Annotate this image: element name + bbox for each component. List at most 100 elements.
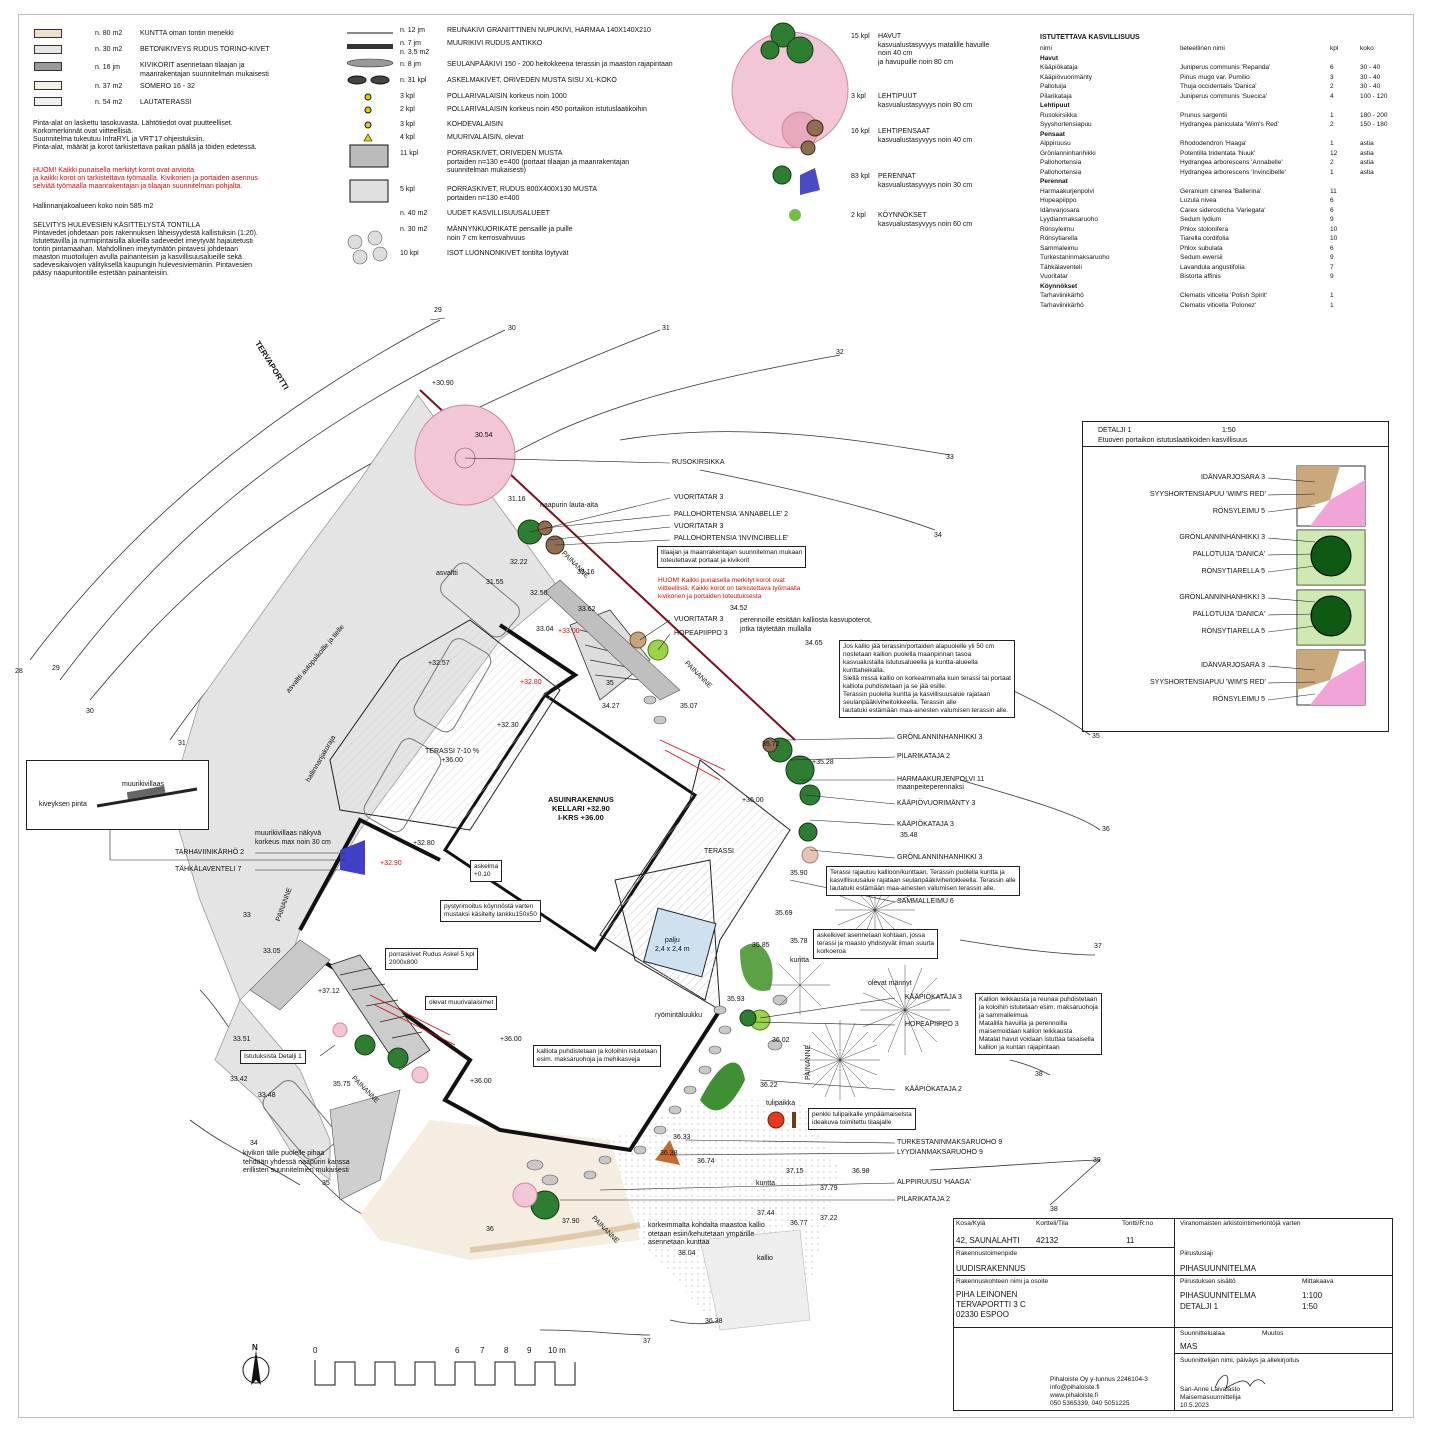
tulipaikka-label: tulipaikka [766,1100,796,1107]
asphalt-lower [214,999,331,1181]
plant-cell: 1 [1330,111,1334,119]
legend-plant-qty-4: 2 kpl [851,212,866,219]
plant-cell: 6 [1330,197,1334,204]
plant-cell: Carex siderosticha 'Variegata' [1180,206,1266,214]
plant-cell: 150 - 180 [1360,121,1388,128]
legend-plant-text-3: PERENNAT kasvualustasyvyys noin 30 cm [878,173,973,189]
plant-table-header-3: koko [1360,45,1374,52]
grid-number: 29 [434,307,442,314]
elevation-label: 36.02 [772,1037,790,1044]
plant-cell: Clematis viticella 'Polonez' [1180,301,1257,309]
tb-mittakaava-1: 1:50 [1302,1302,1318,1311]
hulevesi-line-5: pääsy naapuritontille estetään painantei… [33,270,169,277]
muurikivi-note: muurikivillaas näkyvä korkeus max noin 3… [255,830,331,846]
kallio-label: kallio [757,1255,773,1262]
elevation-label: 35.85 [752,942,770,949]
plant-cell: Bistorta affinis [1180,273,1221,280]
grid-number: 30 [86,708,94,715]
elevation-label: 37.15 [786,1168,804,1175]
tb-viranomainen: Viranomaisten arkistointimerkintöjä vart… [1180,1220,1301,1227]
plant-cell: 12 [1330,149,1338,157]
plant-cell: Sedum lydium [1180,216,1222,223]
note-box-terassi-rajautuu: Terassi rajautuu kallioon/kunttaan. Tera… [826,866,1020,896]
tb-rakennus-label: Rakennustoimenpide [956,1250,1018,1257]
plant-cell: Tähkälaventeli [1040,263,1082,271]
note-left-2: Suunnitelma tukeutuu InfraRYL ja VRT'17 … [33,136,205,143]
hulevesi-title: SELVITYS HULEVESIEN KÄSITTELYSTÄ TONTILL… [33,222,201,229]
plant-cell: Rusokirsikka [1040,111,1077,119]
elevation-label: +33.00 [558,628,580,635]
tb-company-1: info@pihaloiste.fi [1050,1384,1100,1391]
rusokirsikka-tree [414,404,516,506]
elevation-label: 32.22 [510,559,528,566]
plant-cell: 30 - 40 [1360,73,1381,81]
tb-piirustus: PIHASUUNNITELMA [1180,1264,1257,1273]
plant-cell: Tarhaviinikärhö [1040,301,1084,309]
tb-cell-2 [953,1248,1175,1276]
plant-label-13: GRÖNLANNINHANHIKKI 3 [897,854,983,861]
tb-sisalto-label: Piirustuksen sisältö [1180,1278,1236,1285]
detail-graphics [1296,465,1366,706]
plant-label-11: KÄÄPIÖVUORIMÄNTY 3 [897,800,976,807]
detail-label-0-2: RÖNSYLEIMU 5 [1212,508,1265,515]
plant-label-14: SAMMALLEIMU 6 [897,898,954,905]
plant-cell: 3 [1330,73,1334,81]
kuntta-label-2: kuntta [756,1180,776,1187]
plant-cell: Kääpiökataja [1040,64,1078,71]
grid-number: 33 [243,912,251,919]
swatch-betonikiveys [34,45,62,54]
tb-mittakaava-0: 1:100 [1302,1291,1323,1300]
detail-subtitle: Etuoven portaikon istutuslaatikoiden kas… [1098,437,1248,444]
note-box-kalliota: kalliota puhdistetaan ja koloihin istute… [533,1045,661,1067]
detail-label-3-1: SYYSHORTENSIAPUU 'WIM'S RED' [1150,679,1266,686]
grid-number: 29 [52,665,60,672]
elevation-label: 35.78 [790,938,808,945]
plant-group-2: Pensaat [1040,130,1065,138]
huom-left-2: selviää työmaalla maanrakentajan ja tila… [33,183,243,190]
legend-plant-qty-0: 15 kpl [851,33,870,40]
plant-cell: 100 - 120 [1360,92,1388,100]
swatch-lautaterassi [34,97,62,106]
tb-kosa-label: Kosa/Kylä [956,1220,986,1227]
plant-label-5: VUORITATAR 3 [674,616,724,623]
grid-number: 32 [836,349,844,356]
elevation-label: 33.48 [258,1092,276,1099]
elevation-label: 33.04 [536,626,554,633]
plant-cell: 7 [1330,263,1334,271]
plant-cell: Juniperus communis 'Repanda' [1180,64,1271,71]
detail-label-1-2: RÖNSYTIARELLA 5 [1201,568,1265,575]
detail-label-2-2: RÖNSYTIARELLA 5 [1201,628,1265,635]
tb-mittakaava-label: Mittakaava [1302,1278,1334,1285]
plant-cell: 10 [1330,225,1338,233]
plant-cell: Clematis viticella 'Polish Spirit' [1180,292,1268,299]
plant-cell: Rönsytiarella [1040,235,1078,242]
elevation-label: 35.75 [333,1081,351,1088]
plant-group-0: Havut [1040,54,1059,62]
elevation-label: +32.30 [497,722,519,729]
plant-table-title: ISTUTETTAVA KASVILLISUUS [1040,34,1140,41]
plant-label-23: TÄHKÄLAVENTELI 7 [175,866,242,873]
palju-tub [643,907,717,978]
note-box-pystytuki: pystyrimoitus köynnöstä varten mustaksi … [440,900,541,922]
elevation-label: 32.50 [530,590,548,597]
plant-cell: 2 [1330,159,1334,166]
sheet-frame [18,14,1414,1418]
muurikivi-inset: muurikivillaas kiveyksen pinta [26,760,209,830]
legend-plant-qty-2: 16 kpl [851,128,870,135]
plant-cell: Pallotuija [1040,83,1067,90]
plant-cell: 1 [1330,301,1334,309]
grid-number: 34 [250,1140,258,1147]
grid-number: 35 [1092,733,1100,740]
note-left-3: Pinta-alat, määrät ja korot tarkistettav… [33,144,257,151]
legend-mid-text-7: MUURIVALAISIN, olevat [447,134,524,141]
scale-bar [314,1360,576,1386]
plant-label-9: HARMAAKURJENPOLVI 11 [897,776,985,783]
plant-label-12: KÄÄPIÖKATAJA 3 [897,821,954,828]
plant-cell: 6 [1330,206,1334,214]
terassi2-label: TERASSI [704,848,734,855]
